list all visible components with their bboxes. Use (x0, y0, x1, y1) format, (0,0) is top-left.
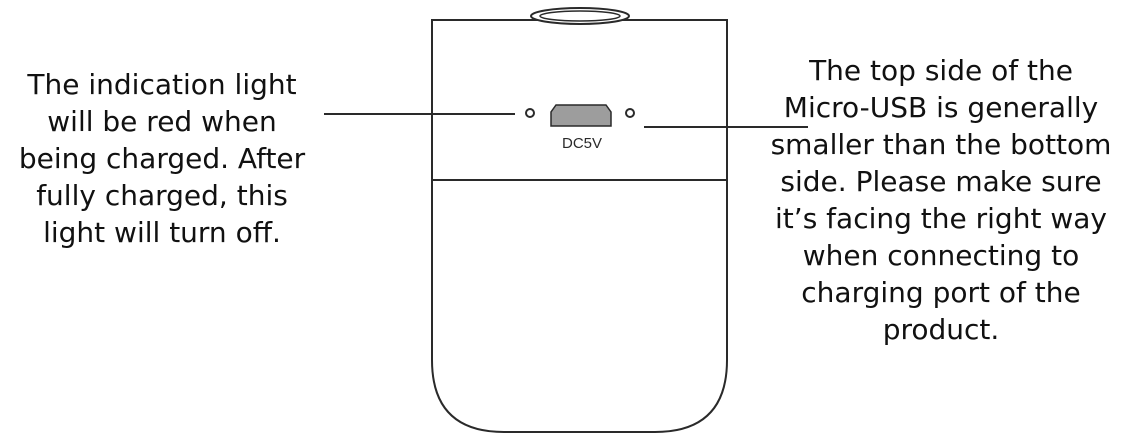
reset-hole (625, 108, 635, 118)
indicator-light-callout: The indication light will be red when be… (4, 66, 320, 251)
callout-line: when connecting to (802, 239, 1080, 272)
callout-line: smaller than the bottom (770, 128, 1112, 161)
callout-line: light will turn off. (43, 216, 281, 249)
callout-line: The indication light (27, 68, 297, 101)
callout-line: The top side of the (809, 54, 1073, 87)
port-label: DC5V (562, 135, 602, 152)
callout-line: side. Please make sure (780, 165, 1102, 198)
callout-line: being charged. After (18, 142, 306, 175)
callout-line: product. (882, 313, 1000, 346)
callout-line: charging port of the (801, 276, 1081, 309)
callout-line: it’s facing the right way (775, 202, 1107, 235)
device-body-outline (431, 19, 728, 433)
micro-usb-port (550, 104, 612, 127)
callout-line: Micro-USB is generally (783, 91, 1099, 124)
callout-line: will be red when (47, 105, 277, 138)
indicator-light (525, 108, 535, 118)
device-top-ring-inner (539, 10, 621, 22)
micro-usb-callout: The top side of the Micro-USB is general… (758, 52, 1124, 348)
callout-line: fully charged, this (36, 179, 288, 212)
